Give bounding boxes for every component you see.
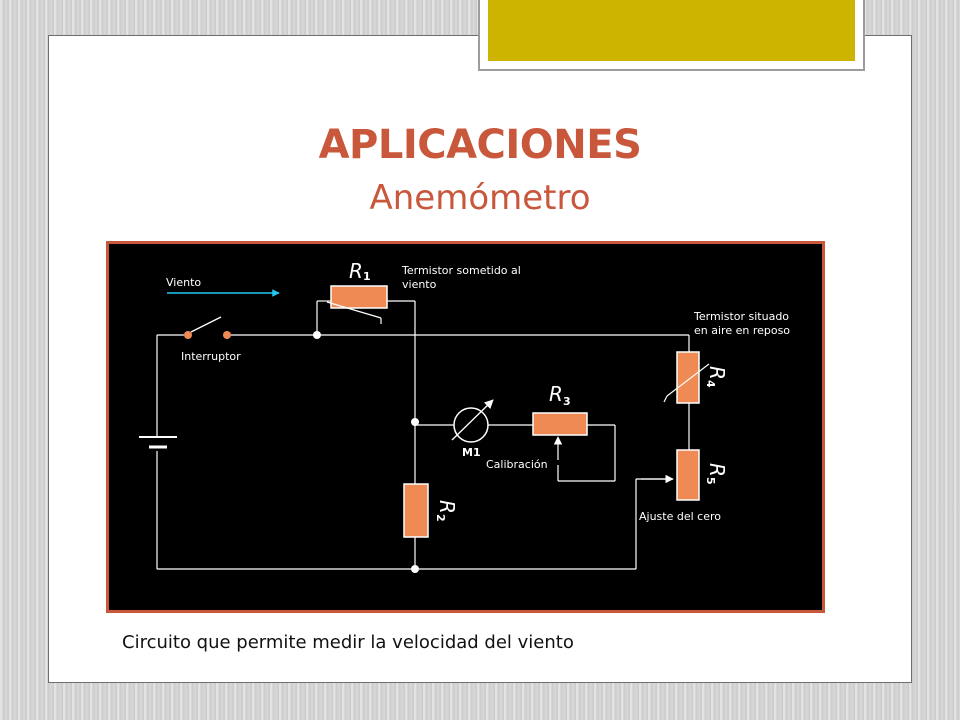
label-r5: R 5 (704, 463, 729, 485)
label-viento: Viento (166, 276, 201, 289)
title-tab-fill (488, 0, 855, 61)
potentiometer-r3 (532, 412, 588, 460)
label-r1: R 1 (349, 259, 371, 283)
svg-text:2: 2 (434, 514, 447, 522)
svg-text:R: R (349, 259, 363, 283)
circuit-diagram: Viento Interruptor Termistor sometido al… (106, 241, 825, 613)
label-termistor-viento-1: Termistor sometido al (401, 264, 521, 277)
label-meter: M1 (462, 446, 481, 459)
svg-text:R: R (705, 463, 729, 477)
svg-text:5: 5 (704, 477, 717, 485)
label-r3: R 3 (549, 382, 571, 408)
svg-text:R: R (435, 500, 459, 514)
potentiometer-r5 (641, 449, 700, 501)
title-tab (478, 0, 865, 71)
figure-caption: Circuito que permite medir la velocidad … (122, 632, 574, 653)
label-calibracion: Calibración (486, 458, 548, 471)
svg-text:4: 4 (704, 380, 717, 388)
resistor-r2 (403, 483, 429, 538)
label-ajuste-cero: Ajuste del cero (639, 510, 721, 523)
switch-interruptor (184, 316, 231, 339)
label-r2: R 2 (434, 500, 459, 522)
svg-text:3: 3 (563, 395, 571, 408)
slide-subtitle: Anemómetro (369, 178, 591, 218)
svg-text:R: R (705, 366, 729, 380)
battery-icon (139, 436, 177, 449)
slide-title: APLICACIONES (318, 122, 642, 168)
thermistor-r4 (663, 351, 710, 404)
circuit-svg: Viento Interruptor Termistor sometido al… (139, 259, 790, 573)
svg-text:1: 1 (363, 270, 371, 283)
svg-text:R: R (549, 382, 563, 406)
label-interruptor: Interruptor (181, 350, 241, 363)
junction-dots (313, 331, 419, 573)
label-termistor-viento-2: viento (402, 278, 437, 291)
meter-m1 (451, 399, 494, 443)
label-r4: R 4 (704, 366, 729, 388)
label-termistor-reposo-1: Termistor situado (693, 310, 789, 323)
label-termistor-reposo-2: en aire en reposo (694, 324, 790, 337)
thermistor-r1 (326, 285, 388, 324)
